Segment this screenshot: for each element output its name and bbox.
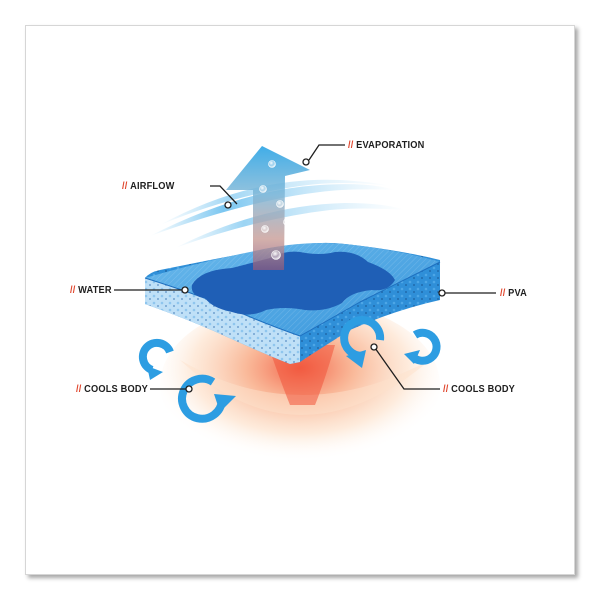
label-evaporation: //EVAPORATION: [348, 139, 424, 151]
label-cools-body-right: //COOLS BODY: [443, 383, 515, 395]
water-puddle: [191, 251, 395, 315]
label-prefix: //: [443, 383, 449, 395]
label-text: AIRFLOW: [130, 180, 175, 192]
leader-lines: [114, 144, 496, 390]
label-prefix: //: [76, 383, 82, 395]
label-water: //WATER: [70, 284, 112, 296]
label-airflow: //AIRFLOW: [122, 180, 174, 192]
label-prefix: //: [70, 284, 76, 296]
label-text: WATER: [78, 284, 112, 296]
cooling-arrow-heads: [147, 350, 420, 412]
label-pva: //PVA: [500, 287, 527, 299]
label-prefix: //: [500, 287, 506, 299]
label-text: COOLS BODY: [451, 383, 516, 395]
label-text: EVAPORATION: [356, 139, 425, 151]
label-text: COOLS BODY: [84, 383, 149, 395]
label-prefix: //: [122, 180, 128, 192]
label-cools-body-left: //COOLS BODY: [76, 383, 148, 395]
cooling-swirl-arrows: [138, 316, 441, 423]
leader-endpoints: [181, 158, 446, 393]
label-prefix: //: [348, 139, 354, 151]
evaporation-arrow: [226, 146, 310, 270]
label-text: PVA: [508, 287, 527, 299]
